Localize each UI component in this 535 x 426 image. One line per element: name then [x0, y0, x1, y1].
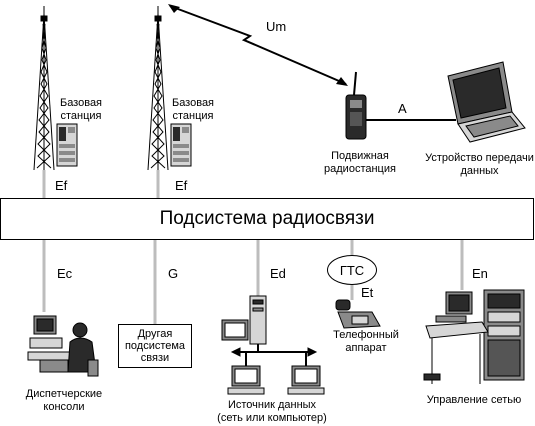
gtc-network-node: ГТС: [327, 255, 377, 285]
radio-link-arrow: [168, 4, 348, 86]
dispatcher-consoles-line2: консоли: [43, 401, 85, 413]
network-management-label: Управление сетью: [426, 394, 522, 406]
other-subsystem-line1: Другая: [137, 328, 173, 340]
other-subsystem-box: Другая подсистема связи: [118, 324, 192, 368]
base-station-1-label: Базовая станция: [58, 97, 104, 123]
interface-ef-2-label: Ef: [175, 178, 188, 193]
mobile-radio-label: Подвижная радиостанция: [320, 150, 400, 176]
data-source-network-icon: [221, 295, 325, 395]
other-subsystem-line3: связи: [140, 352, 170, 364]
mobile-radio-label-line1: Подвижная: [331, 150, 389, 162]
link-a-label: A: [398, 101, 407, 116]
telephone-label-line2: аппарат: [345, 342, 387, 354]
data-source-line1: Источник данных: [227, 399, 317, 411]
base-station-1-label-line1: Базовая: [59, 97, 103, 109]
data-device-label-line1: Устройство передачи: [425, 152, 534, 164]
base-station-2-label: Базовая станция: [170, 97, 216, 123]
other-subsystem-line2: подсистема: [124, 340, 186, 352]
data-device-label: Устройство передачи данных: [424, 152, 535, 178]
interface-ef-1-label: Ef: [55, 178, 68, 193]
telephone-label-line1: Телефонный: [333, 329, 399, 341]
data-source-line2: (сеть или компьютер): [217, 412, 327, 424]
telephone-icon: [335, 299, 381, 329]
base-station-2-label-line2: станция: [172, 110, 214, 122]
radio-subsystem-bar: Подсистема радиосвязи: [0, 198, 534, 240]
tower-2-icon: [147, 6, 169, 171]
data-source-label: Источник данных (сеть или компьютер): [210, 399, 334, 425]
mobile-radio-icon: [345, 71, 367, 140]
data-device-label-line2: данных: [460, 165, 499, 177]
dispatcher-consoles-line1: Диспетчерские: [25, 388, 103, 400]
dispatcher-consoles-label: Диспетчерские консоли: [14, 388, 114, 414]
interface-g-label: G: [168, 266, 179, 281]
network-management-icon: [423, 289, 525, 384]
base-station-1-cabinet-icon: [56, 123, 78, 167]
mobile-radio-label-line2: радиостанция: [324, 163, 396, 175]
telephone-label: Телефонный аппарат: [326, 329, 406, 355]
connectors: [42, 170, 464, 324]
interface-et-label: Et: [361, 285, 374, 300]
tower-1-icon: [33, 6, 55, 171]
base-station-2-cabinet-icon: [170, 123, 192, 167]
base-station-1-label-line2: станция: [60, 110, 102, 122]
interface-en-label: En: [472, 266, 488, 281]
radio-link-um-label: Um: [266, 19, 287, 34]
dispatcher-console-icon: [27, 315, 99, 377]
interface-ec-label: Ec: [57, 266, 73, 281]
base-station-2-label-line1: Базовая: [171, 97, 215, 109]
laptop-icon: [447, 61, 526, 143]
interface-ed-label: Ed: [270, 266, 286, 281]
